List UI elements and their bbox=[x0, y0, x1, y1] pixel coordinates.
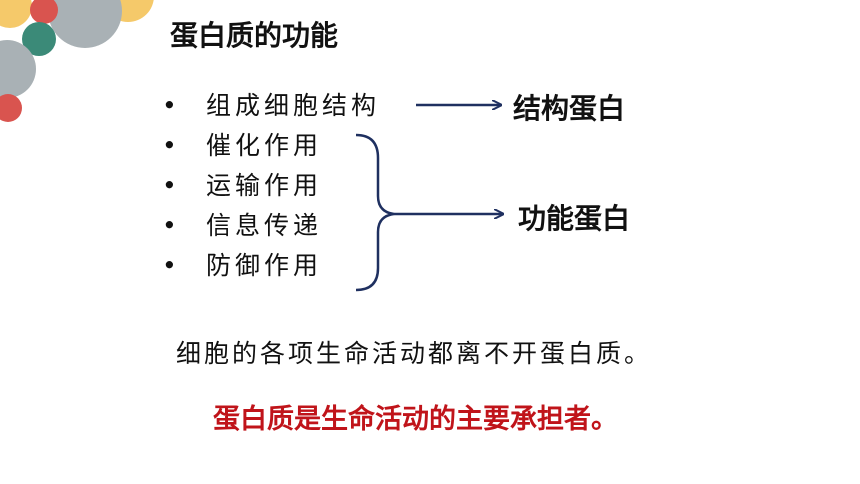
function-label: 组成细胞结构 bbox=[206, 91, 381, 120]
bullet-icon: • bbox=[162, 211, 177, 240]
slide-title: 蛋白质的功能 bbox=[170, 19, 339, 52]
list-item: • 组成细胞结构 bbox=[162, 86, 380, 126]
decor-circle-red-bottom bbox=[0, 94, 22, 122]
bullet-icon: • bbox=[162, 131, 177, 160]
decor-circle-red-top bbox=[30, 0, 58, 24]
function-label: 防御作用 bbox=[206, 251, 323, 280]
structural-protein-label: 结构蛋白 bbox=[513, 92, 626, 125]
list-item: • 信息传递 bbox=[162, 206, 380, 246]
function-list: • 组成细胞结构 • 催化作用 • 运输作用 • 信息传递 • 防御作用 bbox=[162, 86, 380, 286]
function-label: 运输作用 bbox=[206, 171, 323, 200]
function-label: 信息传递 bbox=[206, 211, 323, 240]
list-item: • 防御作用 bbox=[162, 246, 380, 286]
bullet-icon: • bbox=[162, 171, 177, 200]
list-item: • 催化作用 bbox=[162, 126, 380, 166]
bullet-icon: • bbox=[162, 91, 177, 120]
emphasis-sentence: 蛋白质是生命活动的主要承担者。 bbox=[213, 404, 618, 435]
functional-protein-label: 功能蛋白 bbox=[518, 202, 631, 235]
summary-sentence: 细胞的各项生命活动都离不开蛋白质。 bbox=[176, 339, 653, 368]
right-brace-icon bbox=[355, 133, 395, 292]
list-item: • 运输作用 bbox=[162, 166, 380, 206]
bullet-icon: • bbox=[162, 251, 177, 280]
function-label: 催化作用 bbox=[206, 131, 323, 160]
